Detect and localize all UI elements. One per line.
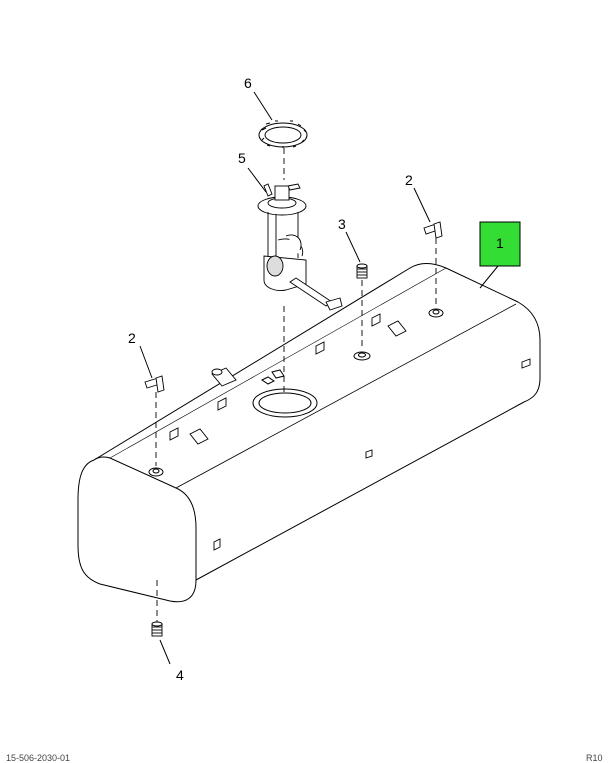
plug-part-3	[356, 263, 368, 279]
elbow-fitting-left	[144, 375, 165, 393]
callout-2-left: 2	[128, 330, 136, 346]
tank-opening	[252, 369, 318, 418]
lock-ring	[258, 120, 308, 148]
callout-4: 4	[176, 667, 184, 683]
drain-plug	[151, 621, 163, 637]
callout-2-right: 2	[405, 172, 413, 188]
fuel-tank	[77, 263, 541, 603]
footer-page-ref: R10	[586, 753, 603, 763]
tank-brackets	[169, 313, 531, 551]
filler-neck	[211, 367, 237, 387]
assembly-lines	[155, 148, 437, 622]
highlight-box	[479, 221, 521, 267]
leader-lines	[139, 91, 499, 665]
callout-1: 1	[496, 235, 504, 251]
fuel-pump-module	[257, 183, 343, 311]
elbow-fitting-right	[423, 221, 443, 239]
callout-5: 5	[238, 150, 246, 166]
callout-6: 6	[244, 75, 252, 91]
footer-drawing-number: 15-506-2030-01	[6, 753, 71, 763]
tank-bosses	[148, 308, 444, 477]
callout-3: 3	[338, 216, 346, 232]
callout-1-highlight[interactable]: 1	[479, 221, 521, 267]
